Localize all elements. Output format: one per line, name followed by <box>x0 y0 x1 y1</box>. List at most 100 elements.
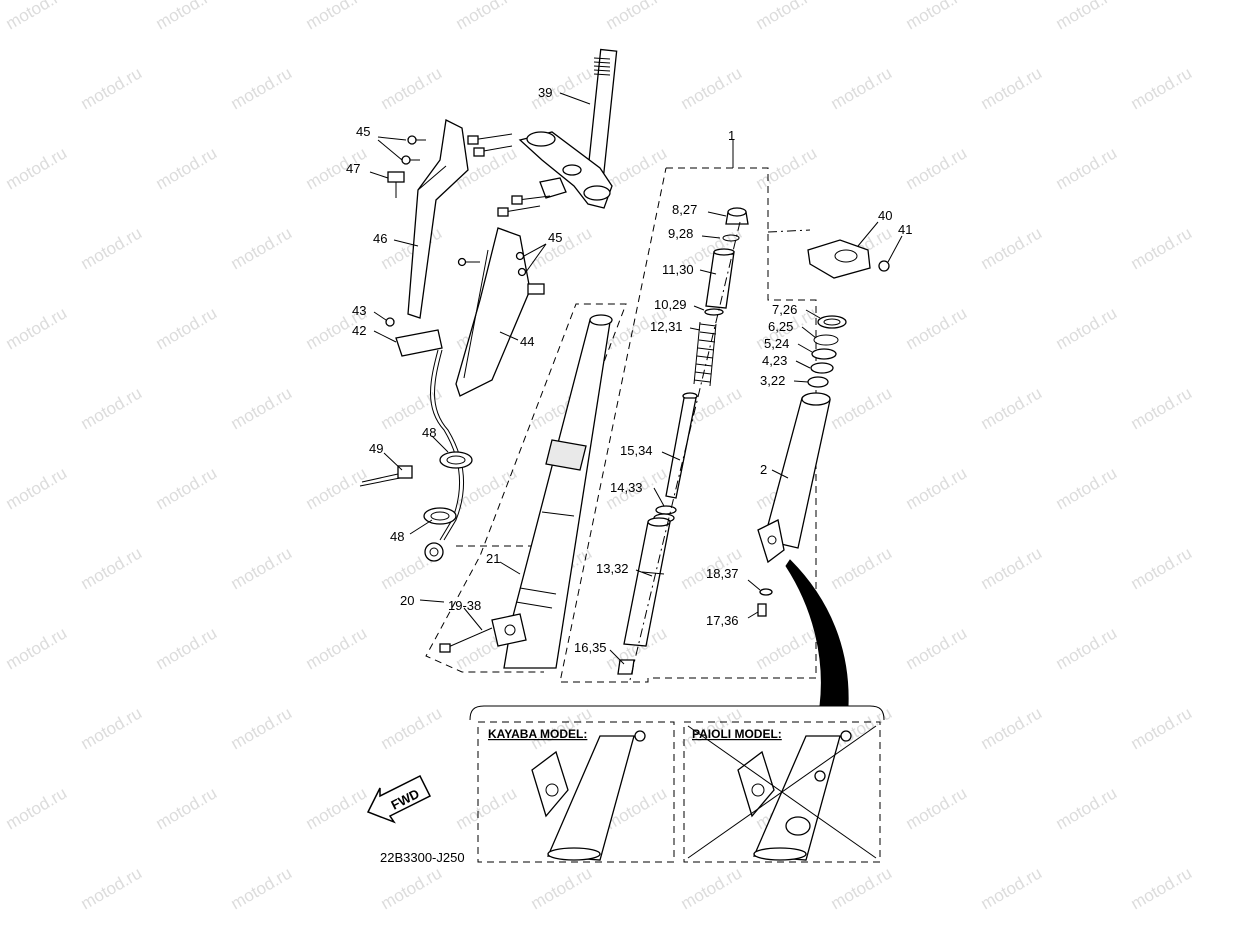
watermark-text: motod.ru <box>828 863 896 913</box>
watermark-text: motod.ru <box>678 63 746 113</box>
clamp-40-connector <box>767 229 811 233</box>
watermark-text: motod.ru <box>603 0 671 33</box>
watermark-text: motod.ru <box>828 63 896 113</box>
brake-hose <box>430 349 465 541</box>
callout-44: 44 <box>520 334 534 349</box>
watermark-text: motod.ru <box>1053 783 1121 833</box>
watermark-text: motod.ru <box>3 303 71 353</box>
watermark-text: motod.ru <box>1128 63 1196 113</box>
watermark-text: motod.ru <box>978 383 1046 433</box>
callout-18-37: 18,37 <box>706 566 739 581</box>
callout-15-34: 15,34 <box>620 443 653 458</box>
watermark-text: motod.ru <box>978 863 1046 913</box>
watermark-text: motod.ru <box>753 0 821 33</box>
callout-2: 2 <box>760 462 767 477</box>
watermark-text: motod.ru <box>453 0 521 33</box>
callout-5-24: 5,24 <box>764 336 789 351</box>
axle-bolt-19 <box>439 627 493 653</box>
callout-3-22: 3,22 <box>760 373 785 388</box>
bolt-41 <box>878 260 890 272</box>
watermark-text: motod.ru <box>1128 383 1196 433</box>
watermark-text: motod.ru <box>228 223 296 273</box>
callout-48-top: 48 <box>422 425 436 440</box>
watermark-text: motod.ru <box>978 703 1046 753</box>
callout-16-35: 16,35 <box>574 640 607 655</box>
callout-14-33: 14,33 <box>610 480 643 495</box>
callout-1: 1 <box>728 128 735 143</box>
watermark-text: motod.ru <box>3 623 71 673</box>
callout-7-26: 7,26 <box>772 302 797 317</box>
callout-12-31: 12,31 <box>650 319 683 334</box>
watermark-text: motod.ru <box>78 703 146 753</box>
watermark-text: motod.ru <box>453 783 521 833</box>
bolt-17 <box>757 603 767 617</box>
watermark-text: motod.ru <box>3 463 71 513</box>
watermark-text: motod.ru <box>303 623 371 673</box>
watermark-text: motod.ru <box>903 143 971 193</box>
watermark-text: motod.ru <box>1053 0 1121 33</box>
callout-8-27: 8,27 <box>672 202 697 217</box>
washer-18 <box>759 588 773 596</box>
callout-11-30: 11,30 <box>662 262 694 277</box>
watermark-text: motod.ru <box>78 863 146 913</box>
kayaba-model-title: KAYABA MODEL: <box>488 727 587 741</box>
oring-9 <box>722 234 740 242</box>
watermark-text: motod.ru <box>1053 623 1121 673</box>
watermark-text: motod.ru <box>978 223 1046 273</box>
watermark-text: motod.ru <box>153 0 221 33</box>
watermark-text: motod.ru <box>1053 303 1121 353</box>
watermark-text: motod.ru <box>903 783 971 833</box>
leader-lines <box>369 92 903 665</box>
diagram-code: 22B3300-J250 <box>380 850 465 865</box>
callout-13-32: 13,32 <box>596 561 629 576</box>
watermark-text: motod.ru <box>303 0 371 33</box>
watermark-text: motod.ru <box>753 623 821 673</box>
watermark-text: motod.ru <box>228 383 296 433</box>
callout-39: 39 <box>538 85 552 100</box>
watermark-text: motod.ru <box>1128 223 1196 273</box>
watermark-text: motod.ru <box>3 0 71 33</box>
assembly-center-line <box>629 221 741 681</box>
group-1-boundary <box>559 167 817 683</box>
spring-12 <box>693 321 717 387</box>
watermark-text: motod.ru <box>303 783 371 833</box>
callout-47: 47 <box>346 161 360 176</box>
callout-45-top: 45 <box>356 124 370 139</box>
bolts-45-right <box>457 251 545 295</box>
fork-guard-46 <box>407 119 469 319</box>
bottom-bolt-16 <box>617 659 635 675</box>
inner-tube-13 <box>623 517 671 647</box>
watermark-text: motod.ru <box>1128 703 1196 753</box>
watermark-text: motod.ru <box>828 543 896 593</box>
callout-4-23: 4,23 <box>762 353 787 368</box>
bolts-45-top <box>401 135 426 165</box>
callout-21: 21 <box>486 551 500 566</box>
watermark-text: motod.ru <box>228 703 296 753</box>
callout-10-29: 10,29 <box>654 297 687 312</box>
callout-labels: 39 45 47 46 45 43 42 44 48 49 48 21 20 1… <box>346 85 912 655</box>
watermark-text: motod.ru <box>528 863 596 913</box>
callout-45-right: 45 <box>548 230 562 245</box>
washer-10 <box>704 308 724 316</box>
lower-triple-clamp <box>518 131 613 209</box>
callout-48-bottom: 48 <box>390 529 404 544</box>
callout-20: 20 <box>400 593 414 608</box>
hose-clamps-48 <box>423 451 473 562</box>
damper-rod-15 <box>665 392 698 499</box>
callout-9-28: 9,28 <box>668 226 693 241</box>
watermark-text: motod.ru <box>903 303 971 353</box>
hose-guide-47 <box>387 171 405 198</box>
watermark-text: motod.ru <box>78 63 146 113</box>
watermark-text: motod.ru <box>978 543 1046 593</box>
hose-holder-42 <box>385 317 443 357</box>
fork-tube-2 <box>757 392 831 564</box>
watermark-text: motod.ru <box>3 143 71 193</box>
watermark-text: motod.ru <box>1128 543 1196 593</box>
callout-17-36: 17,36 <box>706 613 739 628</box>
watermark-text: motod.ru <box>228 63 296 113</box>
watermark-text: motod.ru <box>153 623 221 673</box>
paioli-model-box <box>683 721 881 863</box>
watermark-text: motod.ru <box>903 623 971 673</box>
callout-46: 46 <box>373 231 387 246</box>
